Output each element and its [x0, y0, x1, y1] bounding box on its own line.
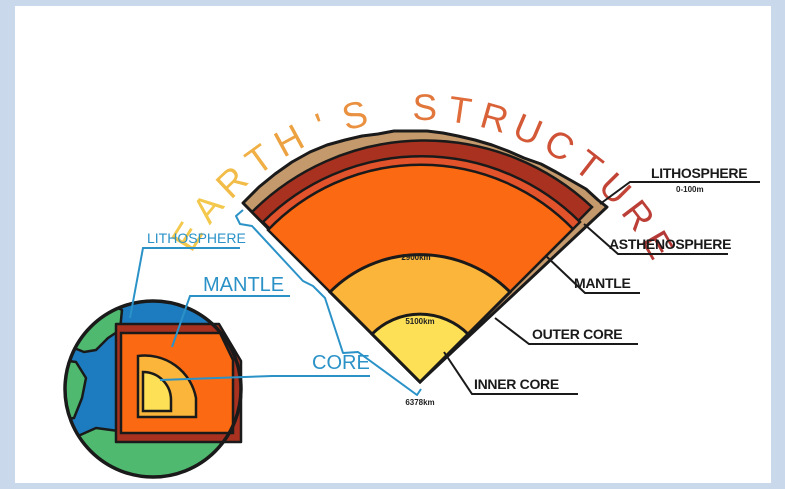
globe-label-mantle: MANTLE: [203, 274, 284, 296]
title-letter: T: [446, 89, 474, 133]
title-letter: S: [338, 93, 372, 139]
globe-label-core: CORE: [312, 352, 370, 374]
label-outer-core: OUTER CORE: [532, 326, 622, 342]
globe: [62, 301, 244, 483]
label-inner-core: INNER CORE: [474, 376, 559, 392]
title-letter: C: [537, 121, 581, 170]
title-letter: U: [507, 106, 548, 154]
title-letter: S: [412, 87, 437, 128]
label-lithosphere: LITHOSPHERE: [651, 165, 747, 181]
globe-label-lithosphere: LITHOSPHERE: [147, 230, 246, 246]
title-letter: ': [310, 106, 331, 147]
depth-label-2900: 2900km: [401, 253, 430, 262]
depth-label-6378: 6378km: [405, 398, 434, 407]
label-lithosphere-depth: 0-100m: [676, 185, 704, 194]
label-mantle: MANTLE: [574, 275, 631, 291]
title-letter: R: [476, 94, 513, 141]
label-asthenosphere: ASTHENOSPHERE: [609, 236, 731, 252]
depth-label-5100: 5100km: [405, 317, 434, 326]
